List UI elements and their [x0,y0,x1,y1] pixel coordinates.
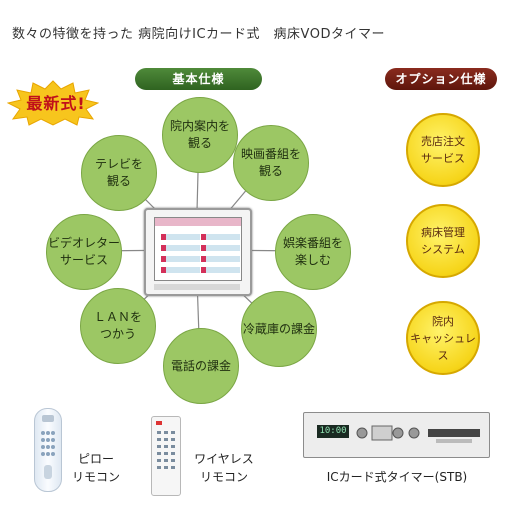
feature-hospital-guide: 院内案内を 観る [162,97,238,173]
feature-video-letter: ビデオレター サービス [46,214,122,290]
option-spec-heading: オプション仕様 [385,68,497,90]
new-badge-starburst [7,80,99,126]
feature-phone-billing: 電話の課金 [163,328,239,404]
ic-card-timer-stb-icon: 10:00 [303,412,490,458]
option-shop-order: 売店注文 サービス [406,113,480,187]
option-bed-management: 病床管理 システム [406,204,480,278]
feature-lan: ＬＡＮを つかう [80,288,156,364]
page-title: 数々の特徴を持った 病院向けICカード式 病床VODタイマー [12,27,385,42]
option-cashless: 院内 キャッシュレス [406,301,480,375]
wireless-remote-label: ワイヤレス リモコン [194,452,254,484]
stb-label: ICカード式タイマー(STB) [326,470,468,484]
wireless-remote-icon [151,416,181,496]
stb-display: 10:00 [317,425,349,438]
pillow-remote-icon [34,408,62,492]
basic-spec-heading: 基本仕様 [135,68,262,90]
feature-movies: 映画番組を 観る [233,125,309,201]
feature-entertainment: 娯楽番組を 楽しむ [275,214,351,290]
tv-monitor-icon [144,208,252,296]
new-badge-label: 最新式! [26,94,86,113]
feature-tv: テレビを 観る [81,135,157,211]
feature-fridge-billing: 冷蔵庫の課金 [241,291,317,367]
pillow-remote-label: ピロー リモコン [71,452,120,484]
